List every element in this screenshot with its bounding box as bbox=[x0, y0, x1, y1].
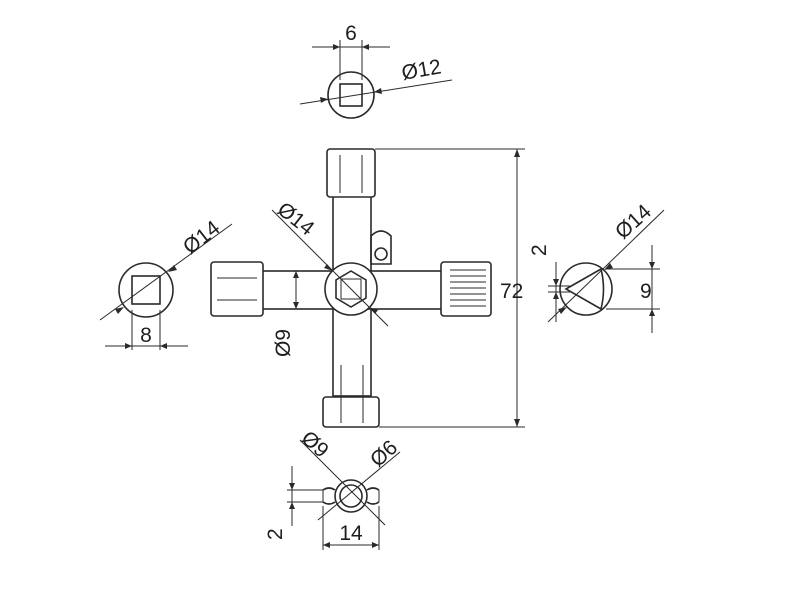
label-right-diameter: Ø14 bbox=[611, 200, 656, 244]
label-right-triangle: 9 bbox=[640, 280, 652, 303]
key-body bbox=[210, 148, 525, 428]
label-bottom-slot: 2 bbox=[264, 528, 287, 540]
label-shaft-diameter: Ø9 bbox=[272, 329, 295, 357]
label-right-gap: 2 bbox=[528, 244, 551, 256]
label-top-square: 6 bbox=[345, 22, 357, 45]
left-socket-detail bbox=[99, 223, 233, 350]
top-socket-detail bbox=[299, 40, 453, 119]
label-top-diameter: Ø12 bbox=[400, 55, 443, 85]
label-left-diameter: Ø14 bbox=[179, 216, 225, 259]
label-bottom-width: 14 bbox=[339, 522, 363, 545]
label-bottom-outer: Ø9 bbox=[297, 427, 333, 463]
label-left-square: 8 bbox=[140, 324, 152, 347]
right-socket-detail bbox=[547, 209, 665, 333]
label-bottom-inner: Ø6 bbox=[366, 436, 402, 472]
label-height: 72 bbox=[500, 280, 523, 303]
bottom-socket-detail bbox=[287, 439, 401, 550]
